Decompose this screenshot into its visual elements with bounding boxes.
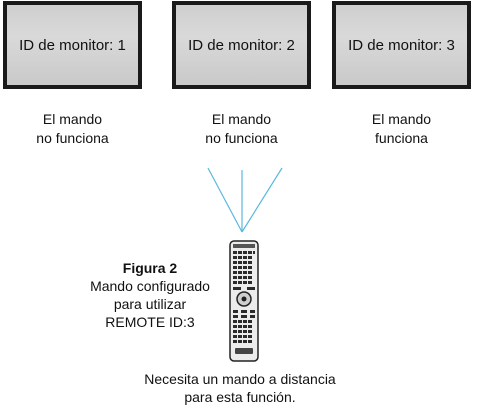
monitor-2-label: ID de monitor: 2 — [188, 36, 295, 54]
footer-line1: Necesita un mando a distancia — [144, 371, 336, 387]
monitor-3-label: ID de monitor: 3 — [348, 36, 455, 54]
monitor-3-status-line1: El mando — [371, 111, 432, 127]
monitor-3-status-line2: funciona — [375, 130, 428, 146]
monitor-1-label: ID de monitor: 1 — [19, 36, 126, 54]
monitor-2-status-line1: El mando — [211, 111, 272, 127]
ir-beam-right — [241, 167, 283, 233]
monitor-1: ID de monitor: 1 — [3, 1, 142, 89]
footer-line2: para esta función. — [184, 389, 296, 405]
monitor-2-status-line2: no funciona — [205, 130, 278, 146]
figure-line1: Mando configurado — [90, 278, 210, 294]
ir-beam-left — [207, 167, 243, 233]
monitor-1-status-line1: El mando — [42, 111, 103, 127]
monitor-3: ID de monitor: 3 — [332, 1, 471, 89]
monitor-2-status: El mando no funciona — [172, 110, 311, 148]
footer-note: Necesita un mando a distancia para esta … — [80, 370, 400, 406]
remote-control-icon — [229, 240, 259, 362]
monitor-2: ID de monitor: 2 — [172, 1, 311, 89]
monitor-3-status: El mando funciona — [332, 110, 471, 148]
figure-title: Figura 2 — [122, 260, 178, 276]
monitor-1-status: El mando no funciona — [3, 110, 142, 148]
monitor-1-status-line2: no funciona — [36, 130, 109, 146]
figure-caption: Figura 2 Mando configurado para utilizar… — [60, 259, 240, 331]
figure-line2: para utilizar — [113, 296, 187, 312]
figure-line3: REMOTE ID:3 — [105, 314, 195, 330]
